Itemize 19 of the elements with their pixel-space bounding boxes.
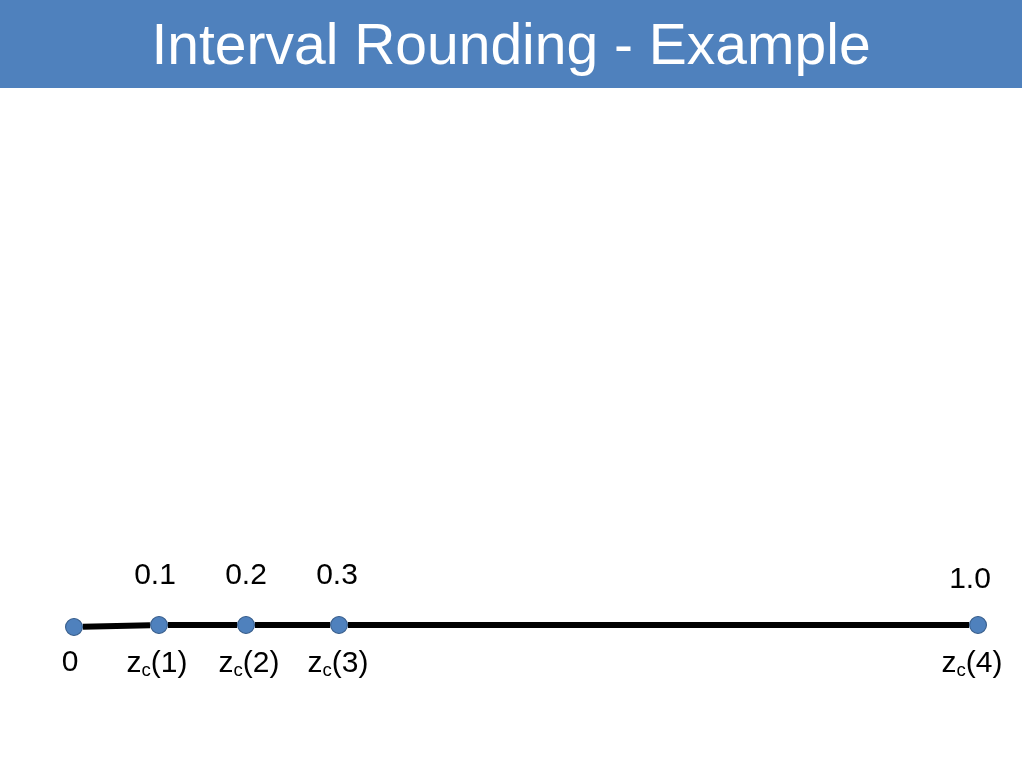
point-label: z$_{c}$(3)	[307, 644, 369, 680]
value-label: 0.3	[316, 556, 358, 592]
dot-icon	[65, 618, 83, 636]
dot-icon	[330, 616, 348, 634]
line-segment	[168, 622, 237, 628]
slide-title: Interval Rounding - Example	[151, 12, 871, 76]
dot-icon	[150, 616, 168, 634]
line-segment	[82, 622, 151, 630]
point-label: z$_{c}$(1)	[126, 644, 188, 680]
dot-icon	[237, 616, 255, 634]
point-label: 0	[61, 643, 79, 679]
value-label: 0.2	[225, 556, 267, 592]
value-label: 1.0	[949, 560, 991, 596]
dot-icon	[969, 616, 987, 634]
value-label: 0.1	[134, 556, 176, 592]
line-segment	[348, 622, 969, 628]
point-label: z$_{c}$(2)	[218, 644, 280, 680]
point-label: z$_{c}$(4)	[941, 644, 1003, 680]
line-segment	[255, 622, 330, 628]
